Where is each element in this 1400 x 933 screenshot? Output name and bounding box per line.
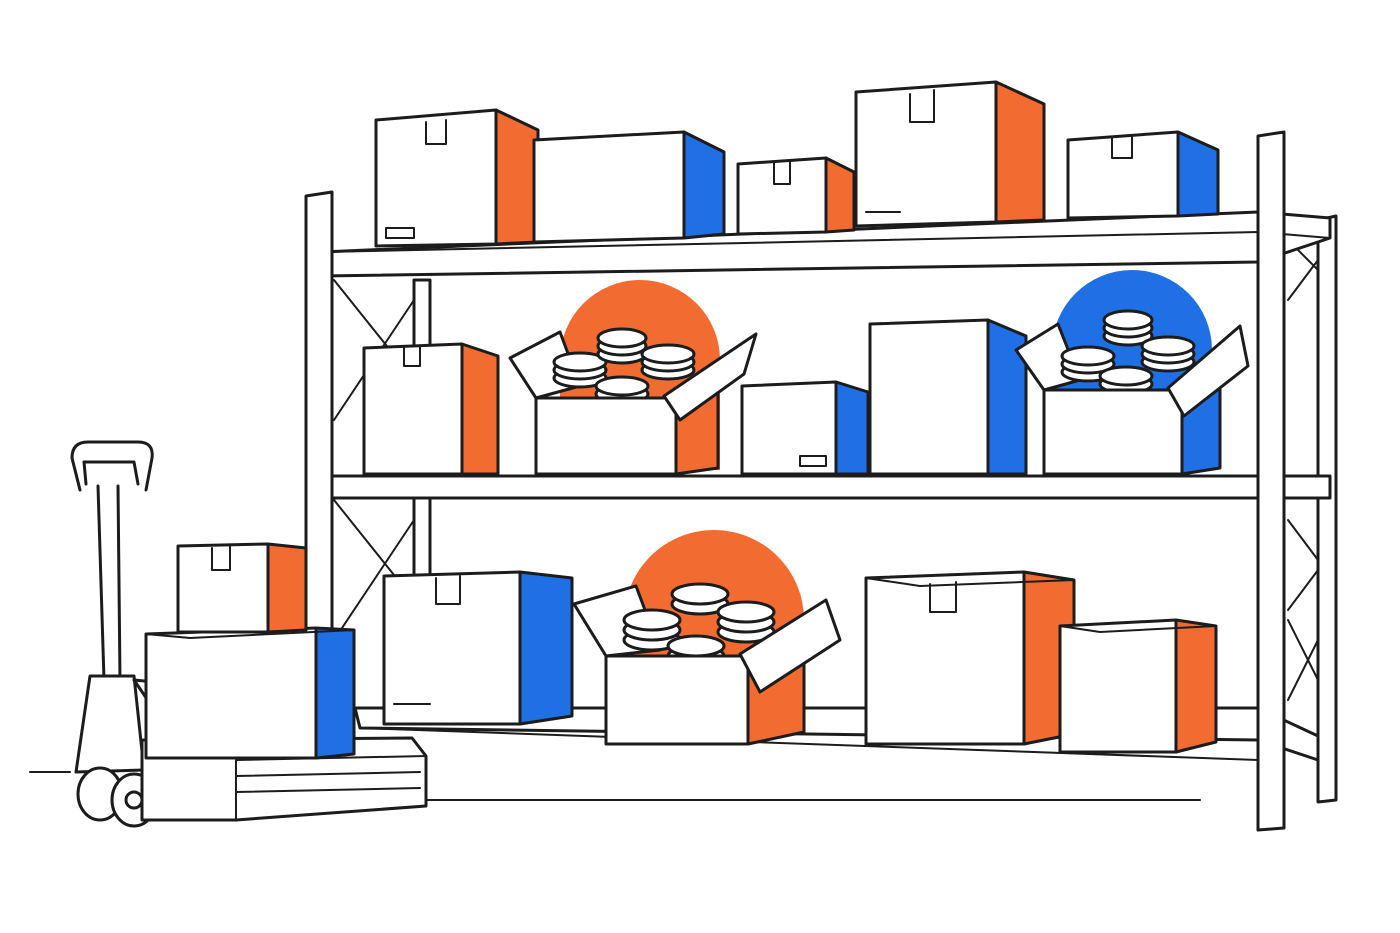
box (864, 570, 1076, 746)
box (176, 542, 308, 634)
shelf-middle (320, 474, 1332, 500)
open-box-coins (508, 327, 758, 476)
bottom-shelf-items (382, 530, 1218, 754)
box (1066, 130, 1220, 220)
pallet-jack-handle (70, 440, 154, 492)
pallet-jack (70, 440, 428, 828)
box (1058, 618, 1218, 754)
box (868, 318, 1028, 476)
box (144, 626, 356, 760)
open-box-coins (1014, 309, 1250, 476)
box (362, 342, 500, 476)
box (740, 380, 870, 476)
upright-front-right (1256, 130, 1286, 832)
box (854, 80, 1046, 228)
floor (29, 771, 1201, 801)
box (532, 130, 726, 244)
box (736, 156, 856, 236)
middle-shelf-items (362, 270, 1250, 476)
box (382, 570, 574, 726)
open-box-coins (572, 582, 842, 746)
top-shelf-boxes (374, 80, 1220, 248)
box (374, 108, 540, 248)
